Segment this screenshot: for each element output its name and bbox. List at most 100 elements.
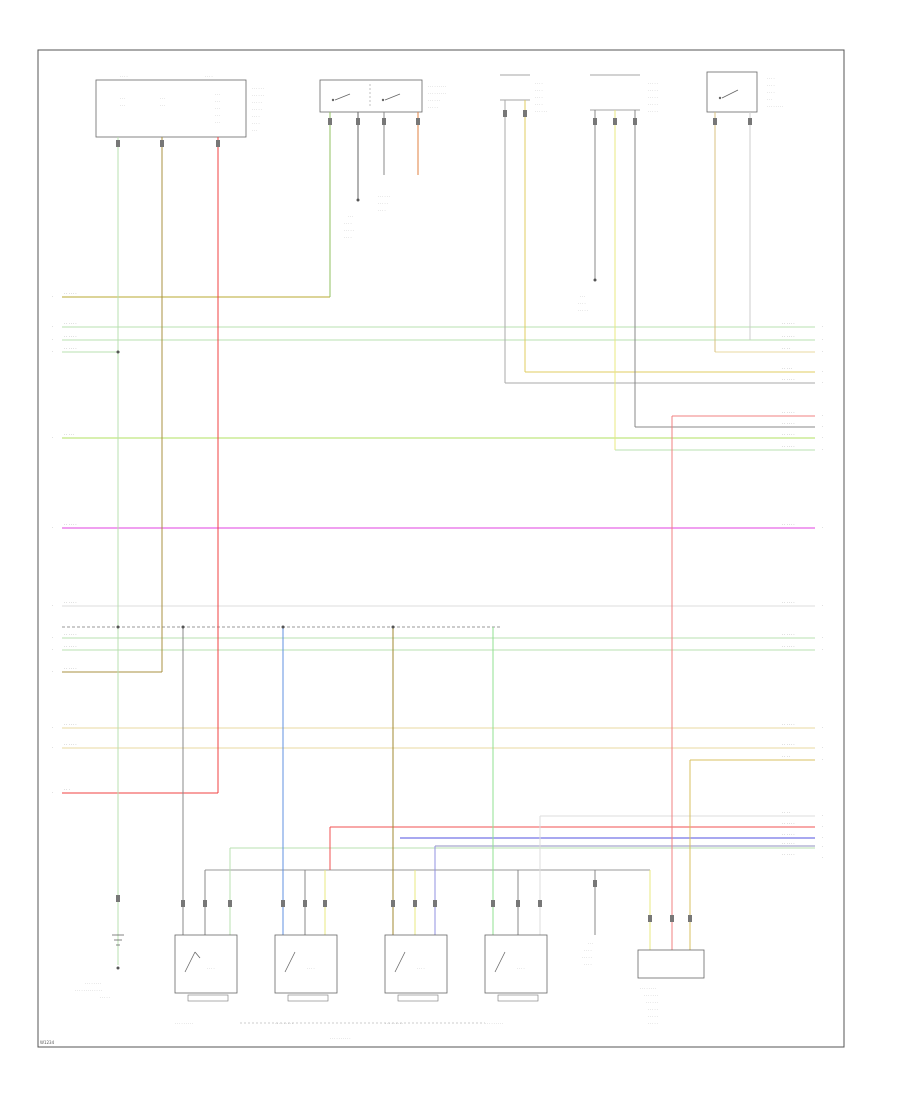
svg-text:· · · · · ·: · · · · · · bbox=[782, 433, 795, 437]
svg-text:· · · · · ·: · · · · · · bbox=[782, 601, 795, 605]
svg-text:·: · bbox=[822, 370, 823, 374]
svg-text:·: · bbox=[822, 746, 823, 750]
svg-text:· · · · ·: · · · · · bbox=[648, 89, 658, 93]
svg-text:· · · · · ·: · · · · · · bbox=[646, 1001, 658, 1005]
svg-text:·: · bbox=[822, 758, 823, 762]
svg-text:· · · ·: · · · · bbox=[120, 75, 128, 79]
svg-text:· · · · · ·: · · · · · · bbox=[782, 633, 795, 637]
svg-text:· · ·: · · · bbox=[215, 114, 220, 118]
svg-text:·: · bbox=[822, 604, 823, 608]
svg-text:·: · bbox=[822, 836, 823, 840]
svg-text:· · ·: · · · bbox=[160, 97, 165, 101]
svg-text:· · · · ·: · · · · · bbox=[578, 309, 588, 313]
svg-text:·: · bbox=[822, 425, 823, 429]
svg-text:· · · · ·: · · · · · bbox=[648, 103, 658, 107]
svg-text:·: · bbox=[52, 648, 53, 652]
right-wire-labels: · · · · · · · · · · · · · · · · · · · · … bbox=[782, 322, 823, 860]
svg-text:· · · · · ·: · · · · · · bbox=[64, 723, 77, 727]
svg-text:· · ·: · · · bbox=[348, 215, 353, 219]
svg-text:·: · bbox=[822, 338, 823, 342]
svg-text:· · · · ·: · · · · · bbox=[582, 956, 592, 960]
svg-text:·: · bbox=[822, 636, 823, 640]
svg-text:· · · · · ·: · · · · · · bbox=[782, 322, 795, 326]
svg-text:· · · · ·: · · · · · bbox=[378, 202, 388, 206]
svg-text:·: · bbox=[822, 414, 823, 418]
svg-text:· · · · · · · · ·: · · · · · · · · · bbox=[428, 85, 446, 89]
fuse-relay-box-top-left: · · · · · · · · · · · · · · · · · · · · … bbox=[95, 75, 247, 138]
svg-text:· · · · ·: · · · · · bbox=[428, 106, 438, 110]
svg-text:· · · · ·: · · · · · bbox=[252, 108, 262, 112]
injector-group-connector: · · · · · · · · · · bbox=[240, 1022, 485, 1041]
ground-symbol-bottom-left: · · · · · · · · · · · · · · · · · · · · … bbox=[75, 934, 124, 1000]
svg-text:· · · · · · · ·: · · · · · · · · bbox=[767, 105, 783, 109]
switch-assembly-top: · · · · · · · · · · · · · · · · · · · · … bbox=[319, 79, 446, 113]
svg-text:· · · · · ·: · · · · · · bbox=[782, 523, 795, 527]
svg-text:· · · · · · · · · ·: · · · · · · · · · · bbox=[330, 1037, 350, 1041]
svg-text:· · · · ·: · · · · · bbox=[648, 1015, 658, 1019]
svg-text:· · · · ·: · · · · · bbox=[648, 82, 658, 86]
svg-text:· · · · · ·: · · · · · · bbox=[782, 422, 795, 426]
sensor-top-center: · · · · · · · · · · · · · · · · · · · · … bbox=[500, 74, 547, 114]
injector-1: · · · · · · · · · · · · · bbox=[174, 934, 238, 1026]
svg-text:· · · · · · · · ·: · · · · · · · · · bbox=[485, 1022, 503, 1026]
svg-text:·: · bbox=[822, 648, 823, 652]
svg-text:· · · · · ·: · · · · · · bbox=[64, 667, 77, 671]
svg-text:· · · · · ·: · · · · · · bbox=[64, 292, 77, 296]
injector-2: · · · · · · · · · · · · · bbox=[274, 934, 338, 1026]
svg-text:· · · · · · · · ·: · · · · · · · · · bbox=[275, 1022, 293, 1026]
svg-text:· · · · · ·: · · · · · · bbox=[782, 743, 795, 747]
svg-text:·: · bbox=[822, 325, 823, 329]
svg-text:· · · ·: · · · · bbox=[205, 75, 213, 79]
svg-text:· · · · · ·: · · · · · · bbox=[782, 645, 795, 649]
svg-text:·: · bbox=[52, 636, 53, 640]
svg-text:· · · ·: · · · · bbox=[767, 91, 775, 95]
svg-text:· · · · · · · · · · · · ·: · · · · · · · · · · · · · bbox=[75, 989, 102, 993]
svg-text:· · · · · ·: · · · · · · bbox=[252, 94, 264, 98]
svg-text:· · · ·: · · · · bbox=[535, 89, 543, 93]
control-module-bottom-right: · · · · · · · · · · · · · · · · · · · · … bbox=[637, 949, 705, 1026]
svg-text:· · · · ·: · · · · · bbox=[344, 229, 354, 233]
svg-text:· · · · · ·: · · · · · · bbox=[782, 378, 795, 382]
svg-text:· · ·: · · · bbox=[215, 107, 220, 111]
svg-text:·: · bbox=[52, 746, 53, 750]
svg-text:· · · · · ·: · · · · · · bbox=[535, 110, 547, 114]
svg-text:·: · bbox=[822, 381, 823, 385]
svg-text:· · · · · · ·: · · · · · · · bbox=[644, 994, 658, 998]
svg-text:· · ·: · · · bbox=[64, 788, 70, 792]
svg-text:· · · ·: · · · · bbox=[417, 967, 425, 971]
svg-text:·: · bbox=[822, 825, 823, 829]
svg-text:· · · · ·: · · · · · bbox=[100, 996, 110, 1000]
svg-text:·: · bbox=[52, 338, 53, 342]
svg-text:·: · bbox=[52, 295, 53, 299]
svg-text:·: · bbox=[822, 350, 823, 354]
svg-text:· · · ·: · · · · bbox=[535, 103, 543, 107]
svg-text:· · · · · ·: · · · · · · bbox=[782, 335, 795, 339]
svg-text:· · · · · ·: · · · · · · bbox=[378, 195, 390, 199]
horizontal-wires bbox=[62, 296, 815, 871]
svg-text:·: · bbox=[52, 726, 53, 730]
svg-text:·: · bbox=[822, 845, 823, 849]
svg-text:· · · · · · · · ·: · · · · · · · · · bbox=[175, 1022, 193, 1026]
svg-text:· · · ·: · · · · bbox=[207, 967, 215, 971]
svg-text:· · · ·: · · · · bbox=[782, 347, 790, 351]
connector-marks bbox=[116, 110, 752, 922]
svg-text:· · · · · · · ·: · · · · · · · · bbox=[640, 987, 656, 991]
svg-text:· · · · · ·: · · · · · · bbox=[64, 335, 77, 339]
svg-text:· · · · ·: · · · · · bbox=[252, 101, 262, 105]
injector-3: · · · · · · · · · · · · · bbox=[384, 934, 448, 1026]
svg-text:· · · · · ·: · · · · · · bbox=[782, 723, 795, 727]
svg-text:· · ·: · · · bbox=[120, 104, 125, 108]
svg-text:· · · · · ·: · · · · · · bbox=[64, 322, 77, 326]
ground-labels-upper: · · · · · · · · · · · · · · · · · · · · … bbox=[344, 195, 588, 313]
svg-text:· · · · · ·: · · · · · · bbox=[782, 411, 795, 415]
svg-text:· · ·: · · · bbox=[252, 129, 257, 133]
svg-text:· · · · · · · · ·: · · · · · · · · · bbox=[428, 92, 446, 96]
switch-top-right: · · · · · · · · · · · · · · · · · · · · … bbox=[706, 71, 783, 113]
svg-text:· · ·: · · · bbox=[588, 942, 593, 946]
svg-text:·: · bbox=[52, 350, 53, 354]
svg-text:· · · · ·: · · · · · bbox=[782, 367, 792, 371]
svg-text:· · · · ·: · · · · · bbox=[648, 96, 658, 100]
svg-text:· · · ·: · · · · bbox=[578, 302, 586, 306]
svg-text:· · · · · ·: · · · · · · bbox=[782, 842, 795, 846]
